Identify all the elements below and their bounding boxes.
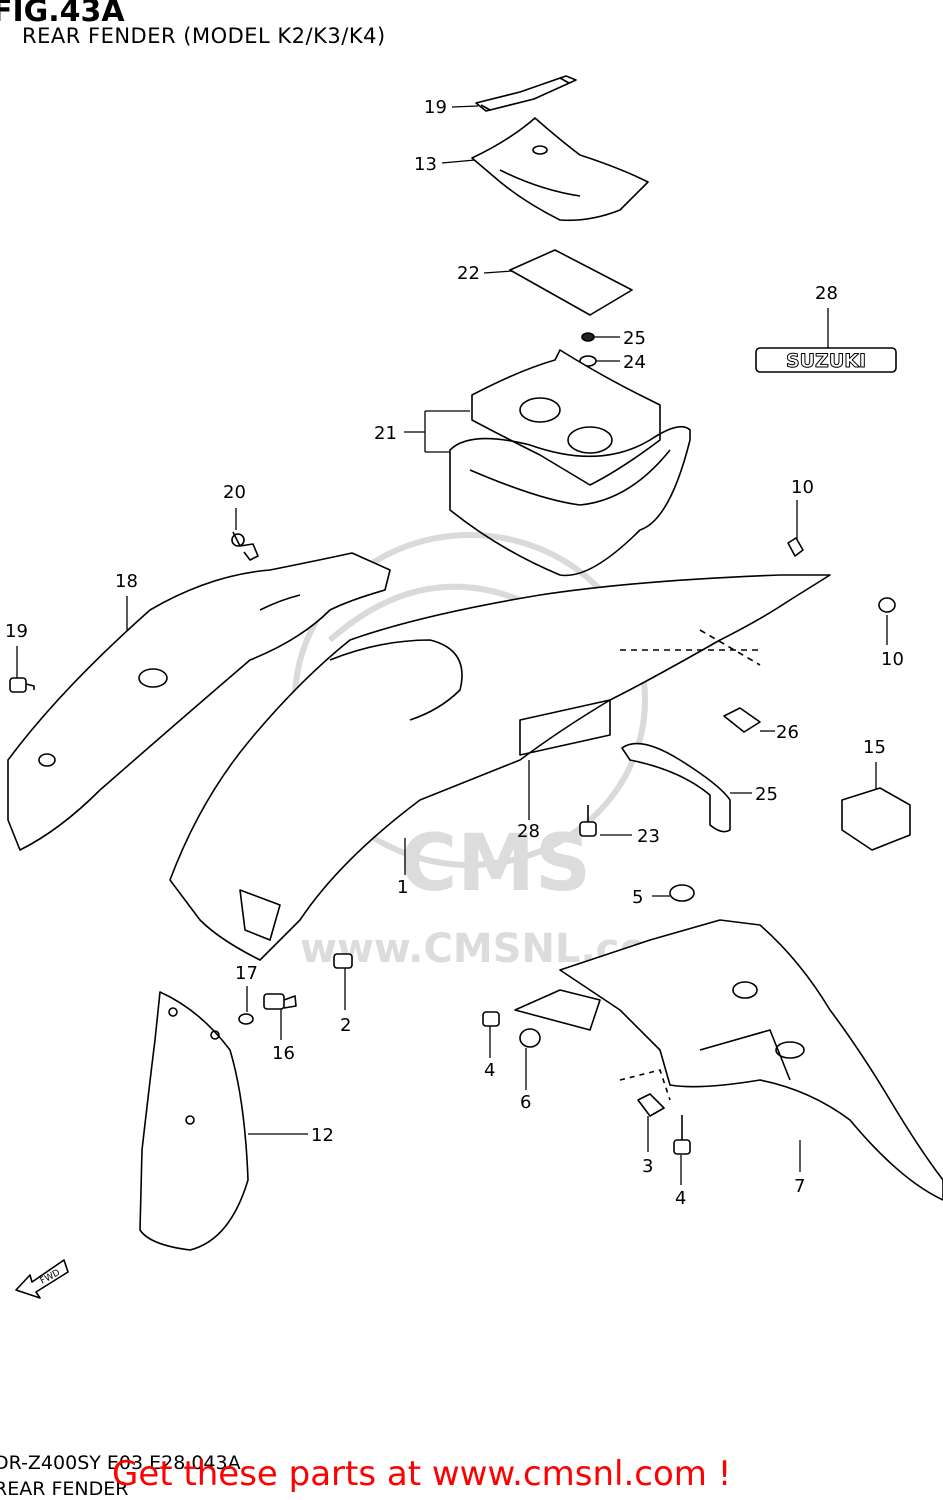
figure-title: FIG.43A [0,0,125,29]
footer-model-code: DR-Z400SY E03 E28 043A [0,1452,241,1474]
nut-part [581,332,595,342]
callout-27: 28 [517,821,540,842]
clip-3-part [637,1093,665,1117]
callout-labels: 19 13 22 28 25 24 21 20 10 18 19 10 26 1… [5,97,904,1209]
callout-19: 20 [223,482,246,503]
fwd-arrow-icon: FWD [15,1259,69,1299]
callout-20: 21 [374,423,397,444]
washer-12-part [238,1013,254,1025]
tool-bag-part [471,117,649,222]
figure-subtitle: REAR FENDER (MODEL K2/K3/K4) [22,24,386,48]
callout-6: 7 [794,1176,805,1197]
grip-25-part [621,742,731,833]
mud-flap-part [139,991,249,1251]
grommet-5-lower-part [519,1028,541,1048]
callout-15: 13 [414,154,437,175]
callout-17: 18 [115,571,138,592]
callout-9: 10 [881,649,904,670]
grommet-5-part [669,884,695,902]
callout-5-top: 5 [632,887,643,908]
callout-4-lower: 4 [675,1188,686,1209]
callout-11: 16 [272,1043,295,1064]
license-bracket-part [514,919,943,1201]
bolt-11-part [263,993,297,1010]
rear-fender-part [169,574,831,961]
suzuki-badge-part: SUZUKI [755,347,897,373]
callout-4-top: 4 [484,1060,495,1081]
callout-7: 10 [791,477,814,498]
bolt-22-part [579,805,597,837]
pad-26-part [723,707,761,733]
callout-10: 12 [311,1125,334,1146]
bolt-4-top-part [482,1011,500,1027]
callout-18: 19 [5,621,28,642]
callout-5-lower: 6 [520,1092,531,1113]
callout-21: 22 [457,263,480,284]
side-cover-part [7,552,391,851]
strap-part [475,75,577,112]
callout-2: 2 [340,1015,351,1036]
leader-lines [16,105,888,1185]
clip-7-part [787,537,804,557]
bolt-18-part [9,677,35,693]
washer-9-part [878,597,896,613]
relay-13-part [841,787,911,851]
callout-28: 28 [815,283,838,304]
bolt-2-part [333,953,353,969]
bolt-19-part [231,531,259,561]
badge-text: SUZUKI [786,350,866,372]
callout-23: 24 [623,352,646,373]
cta-link[interactable]: Get these parts at www.cmsnl.com ! [112,1454,732,1494]
callout-22: 23 [637,826,660,847]
callout-3: 3 [642,1156,653,1177]
bolt-4-lower-part [673,1115,691,1155]
callout-16: 19 [424,97,447,118]
callout-26: 26 [776,722,799,743]
callout-24: 25 [623,328,646,349]
callout-25: 25 [755,784,778,805]
plate-part [509,249,633,316]
svg-text:CMS: CMS [400,819,591,909]
callout-12: 17 [235,963,258,984]
footer-section-name: REAR FENDER [0,1478,129,1500]
callout-1: 1 [397,877,408,898]
tool-tray-part [449,349,691,577]
callout-13: 15 [863,737,886,758]
